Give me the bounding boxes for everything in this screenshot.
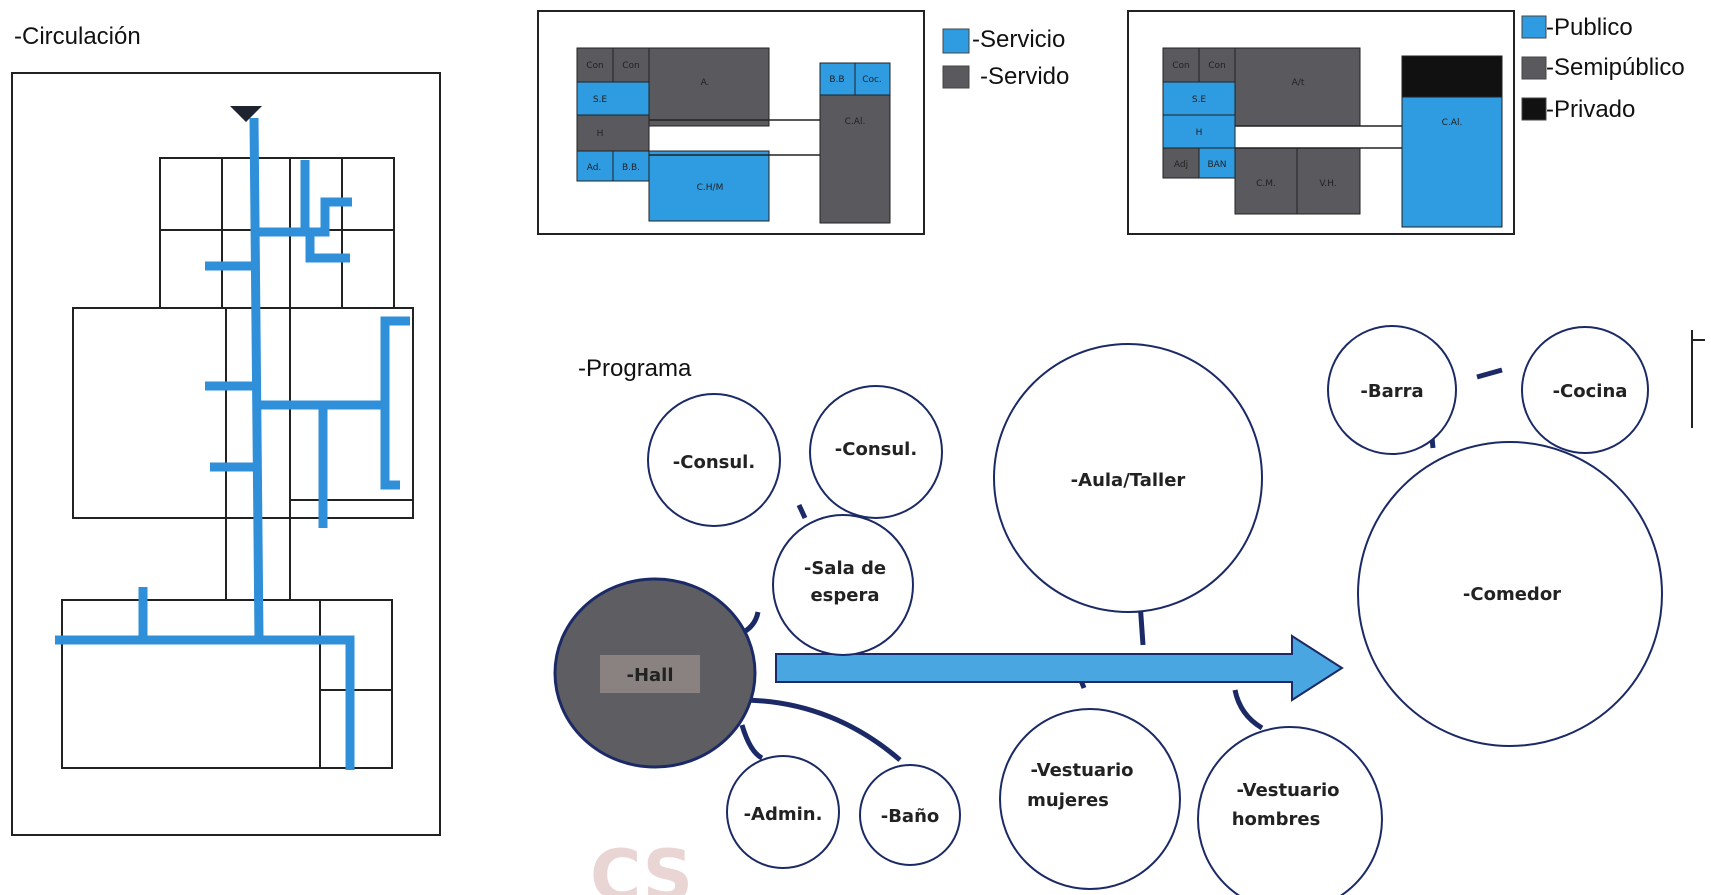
legend-swatch-privado (1521, 97, 1547, 121)
privacy-label-sala: S.E (1192, 95, 1207, 105)
legend-swatch-servido (942, 65, 970, 89)
circulation-middle-block (72, 307, 414, 519)
entrance-arrow-icon (230, 106, 262, 122)
privacy-label-hall: H (1196, 128, 1203, 138)
service-label-vestuario: C.H/M (697, 183, 724, 193)
label-admin: -Admin. (744, 804, 823, 825)
service-label-cocina: Coc. (862, 75, 882, 85)
service-label-con-2: Con (622, 61, 640, 71)
legend-swatch-servicio (942, 28, 970, 54)
label-hall: -Hall (626, 665, 673, 686)
label-vest-mujeres-line2: mujeres (1027, 790, 1109, 811)
legend-label-publico: -Publico (1546, 14, 1633, 41)
bubble-consul-2 (809, 385, 943, 519)
label-consul-2: -Consul. (835, 439, 917, 460)
service-plan: Con Con A. S.E H Ad. B.B. C.H/M B.B Coc.… (537, 10, 925, 235)
legend-swatch-publico (1521, 15, 1547, 39)
service-label-barra: B.B (829, 75, 844, 85)
privacy-label-con-1: Con (1172, 61, 1190, 71)
program-bubbles (647, 325, 1663, 895)
privacy-plan: Con Con A/t S.E H Adj BAN C.Al. C.M. V.H… (1127, 10, 1515, 235)
bubble-bano (859, 764, 961, 866)
legend-label-privado: -Privado (1546, 96, 1635, 123)
bubble-hall-group (553, 577, 757, 769)
label-consul-1: -Consul. (673, 452, 755, 473)
privacy-label-comedor: C.Al. (1442, 118, 1463, 128)
bubble-vestuario-hombres (1197, 726, 1383, 895)
main-flow-arrow (775, 634, 1344, 702)
label-sala-line1: -Sala de (804, 558, 886, 579)
label-bano: -Baño (881, 806, 940, 827)
bubble-aula-taller (993, 343, 1263, 613)
circulation-title: -Circulación (14, 23, 141, 50)
service-label-hall: H (597, 129, 604, 139)
label-aula-taller: -Aula/Taller (1071, 470, 1186, 491)
watermark-text: CS (590, 835, 693, 895)
circulation-plan (11, 72, 441, 836)
label-barra: -Barra (1360, 381, 1423, 402)
privacy-label-bano: BAN (1207, 160, 1226, 170)
bubble-vestuario-mujeres (999, 708, 1181, 890)
legend-swatch-semipublico (1521, 56, 1547, 80)
label-sala-line2: espera (810, 585, 879, 606)
bubble-cocina (1521, 326, 1649, 454)
legend-label-servicio: -Servicio (972, 26, 1065, 53)
bubble-sala-espera (772, 514, 914, 656)
bubble-barra (1327, 325, 1457, 455)
privacy-label-vest-hombres: V.H. (1319, 179, 1336, 189)
circulation-paths (55, 117, 410, 770)
legend-label-servido: -Servido (980, 63, 1069, 90)
service-label-admin: Ad. (587, 163, 602, 173)
label-comedor: -Comedor (1463, 584, 1561, 605)
service-label-comedor: C.Al. (845, 117, 866, 127)
label-vest-mujeres-line1: -Vestuario (1030, 760, 1133, 781)
privacy-label-con-2: Con (1208, 61, 1226, 71)
service-label-sala: S.E (593, 95, 608, 105)
privacy-legend: -Publico -Semipúblico -Privado (1521, 14, 1685, 123)
service-label-bano: B.B. (622, 163, 640, 173)
service-label-con-1: Con (586, 61, 604, 71)
label-vest-hombres-line2: hombres (1232, 809, 1321, 830)
service-legend: -Servicio -Servido (942, 26, 1069, 90)
circulation-lower-block (61, 599, 393, 769)
label-cocina: -Cocina (1553, 381, 1628, 402)
privacy-label-admin: Adj (1174, 160, 1188, 170)
bubble-comedor (1357, 441, 1663, 747)
privacy-label-aula: A/t (1292, 78, 1305, 88)
bubble-consul-1 (647, 393, 781, 527)
circulation-outer-frame (11, 72, 441, 836)
service-label-aula: A. (701, 78, 710, 88)
program-title: -Programa (578, 355, 692, 382)
privacy-label-vest-mujeres: C.M. (1256, 179, 1276, 189)
label-vest-hombres-line1: -Vestuario (1236, 780, 1339, 801)
hall-label-plate (600, 655, 700, 693)
legend-label-semipublico: -Semipúblico (1546, 54, 1685, 81)
bubble-admin (726, 755, 840, 869)
